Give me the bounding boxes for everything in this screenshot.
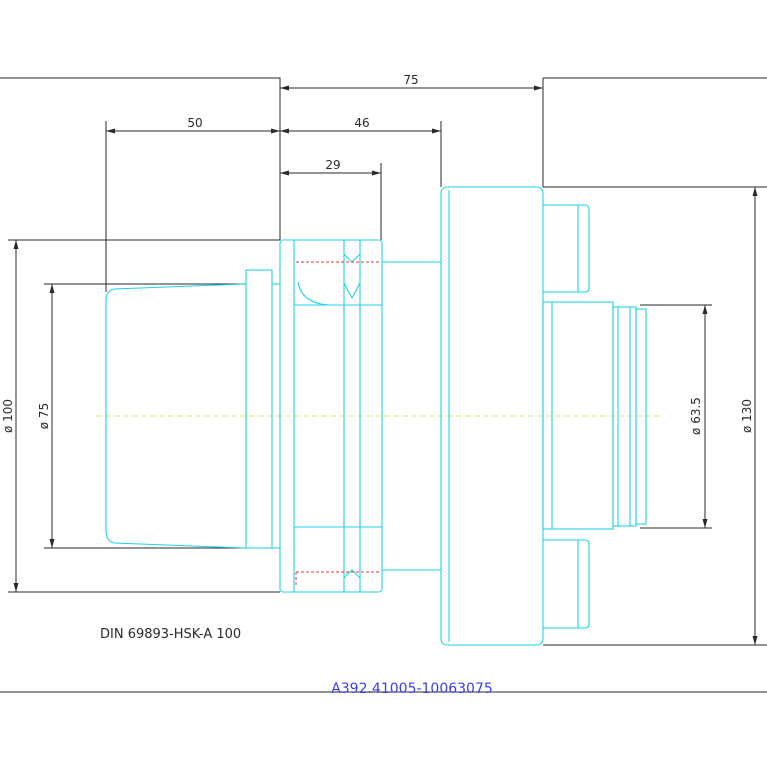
- dim-text-dia75: ø 75: [37, 403, 51, 429]
- spigot-nose: [635, 308, 647, 525]
- arrow: [106, 128, 115, 134]
- arrow: [13, 583, 19, 592]
- arrow: [752, 636, 758, 645]
- dim-text-75: 75: [403, 73, 418, 87]
- part-number: A392.41005-10063075: [331, 681, 493, 697]
- arrow: [49, 284, 55, 293]
- drive-key-top: [543, 204, 590, 293]
- dimension-lines: [0, 77, 767, 693]
- arrow: [702, 519, 708, 528]
- extension-line-left-top: [0, 77, 281, 240]
- standard-label: DIN 69893-HSK-A 100: [100, 627, 241, 642]
- arrow: [280, 170, 289, 176]
- dim-text-50: 50: [187, 116, 202, 130]
- dim-text-46: 46: [354, 116, 369, 130]
- arrow: [280, 128, 289, 134]
- extension-line-flange-top: [542, 78, 767, 188]
- arrow: [432, 128, 441, 134]
- arrow: [702, 305, 708, 314]
- hsk-taper: [105, 283, 247, 549]
- dim-text-29: 29: [325, 158, 340, 172]
- key-top: [343, 282, 361, 300]
- v-groove-top: [343, 253, 361, 263]
- arrow: [271, 128, 280, 134]
- dim-text-dia100: ø 100: [1, 399, 15, 433]
- arrow: [534, 85, 543, 91]
- dim-text-dia130: ø 130: [740, 399, 754, 433]
- drive-key-bottom: [543, 539, 590, 629]
- arrow: [372, 170, 381, 176]
- arrow: [752, 187, 758, 196]
- v-groove-bottom: [343, 569, 361, 579]
- orientation-notch: [297, 281, 331, 306]
- taper-end-ring: [245, 269, 273, 549]
- arrow: [13, 240, 19, 249]
- tool-holder-outline: [105, 186, 647, 646]
- dim-text-dia63: ø 63.5: [689, 397, 703, 435]
- hsk-collar: [279, 239, 383, 593]
- arrow: [49, 539, 55, 548]
- arrow: [280, 85, 289, 91]
